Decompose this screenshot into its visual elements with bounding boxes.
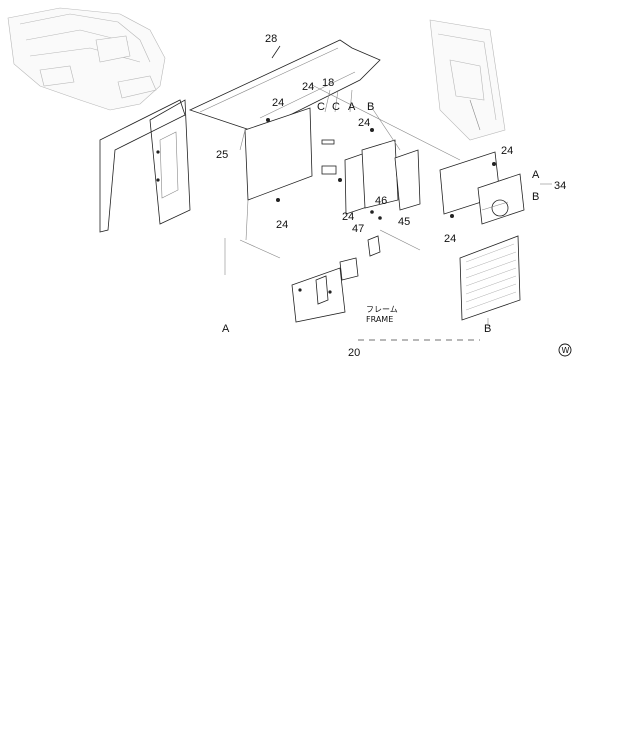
callout-a-right: A xyxy=(532,169,540,181)
callout-b-right: B xyxy=(532,191,539,203)
callout-a-bottom: A xyxy=(222,323,230,335)
callout-c-2: C xyxy=(332,101,340,113)
callout-25: 25 xyxy=(216,149,228,161)
callout-24-d: 24 xyxy=(501,145,513,157)
callout-24-g: 24 xyxy=(444,233,456,245)
callout-20: 20 xyxy=(348,347,360,359)
callout-24-f: 24 xyxy=(276,219,288,231)
callout-24-e: 24 xyxy=(342,211,354,223)
leader-lines xyxy=(224,83,552,341)
main-side-panel xyxy=(239,107,313,241)
frame-label-jp: フレーム xyxy=(366,305,398,314)
frame-label-en: FRAME xyxy=(366,315,393,324)
bottom-right-panel xyxy=(459,235,521,321)
callout-24-a: 24 xyxy=(302,81,314,93)
callout-46: 46 xyxy=(375,195,387,207)
callout-18: 18 xyxy=(322,77,334,89)
top-cover-28 xyxy=(188,39,381,131)
left-side-frame xyxy=(99,99,191,233)
middle-brackets xyxy=(321,128,421,220)
callout-47: 47 xyxy=(352,223,364,235)
callout-c-1: C xyxy=(317,101,325,113)
w-mark: W xyxy=(558,343,572,357)
callout-24-c: 24 xyxy=(358,117,370,129)
callout-a-top: A xyxy=(348,101,356,113)
callout-45: 45 xyxy=(398,216,410,228)
callout-b-bottom: B xyxy=(484,323,491,335)
callout-28: 28 xyxy=(265,33,277,45)
lower-bracket-assembly xyxy=(291,235,381,323)
frame-ghost-outline xyxy=(429,19,506,141)
callout-b-top: B xyxy=(367,101,374,113)
right-cover-plate xyxy=(439,151,525,225)
callout-24-b: 24 xyxy=(272,97,284,109)
callout-34: 34 xyxy=(554,180,566,192)
w-mark-letter: W xyxy=(562,346,570,355)
machine-ghost-outline xyxy=(7,7,166,111)
